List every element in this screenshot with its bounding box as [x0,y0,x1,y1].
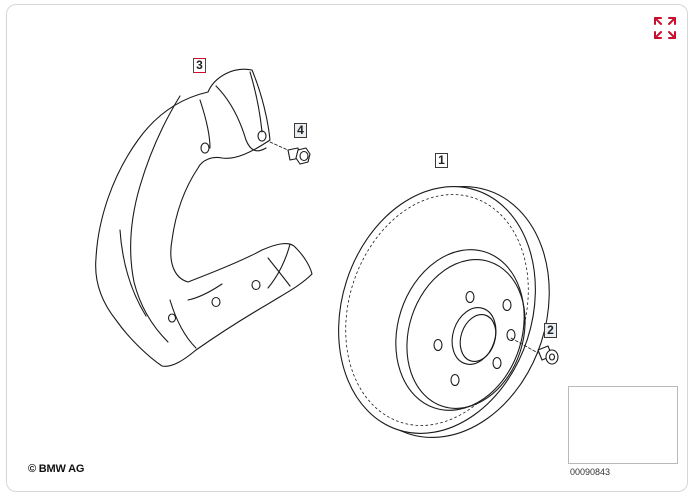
callout-screw[interactable]: 2 [544,323,557,338]
callout-hex-bolt[interactable]: 4 [294,123,307,138]
brake-disc-drawing [338,186,550,438]
vehicle-thumbnail[interactable] [568,386,678,464]
dust-guard-drawing [95,68,313,367]
hex-bolt-drawing [287,147,311,165]
callout-brake-disc[interactable]: 1 [435,153,448,168]
expand-arrows-icon[interactable] [652,15,678,41]
callout-dust-guard[interactable]: 3 [193,58,206,73]
image-number: 00090843 [570,467,611,477]
screw-drawing [537,345,559,365]
copyright-text: © BMW AG [28,463,85,475]
